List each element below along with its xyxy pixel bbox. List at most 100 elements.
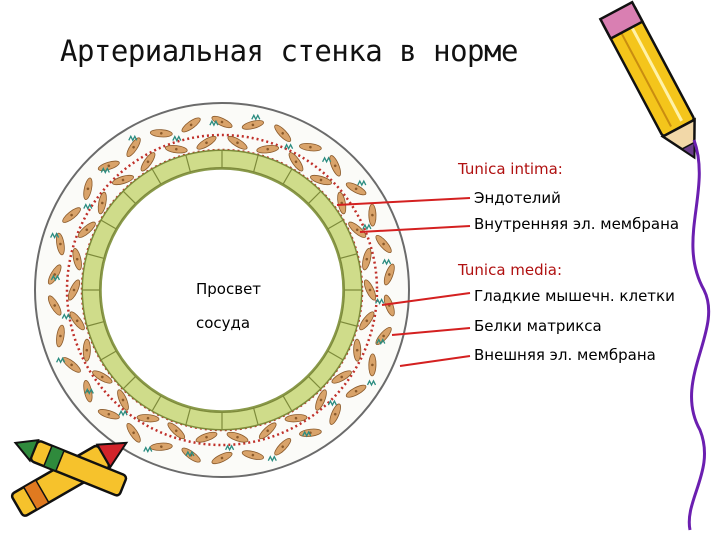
lumen-label-line1: Просвет bbox=[196, 280, 262, 298]
pencil-icon bbox=[598, 0, 696, 160]
tunica-media-header: Tunica media: bbox=[458, 261, 563, 279]
smooth-muscle-cell bbox=[258, 422, 277, 440]
label-smooth-muscle-cells: Гладкие мышечн. клетки bbox=[474, 287, 675, 305]
endothelial-cell-border bbox=[100, 219, 117, 230]
smooth-muscle-cell bbox=[359, 311, 375, 331]
smooth-muscle-cell bbox=[368, 353, 377, 377]
smooth-muscle-cell bbox=[226, 431, 249, 443]
smooth-muscle-cell bbox=[56, 232, 65, 256]
smooth-muscle-cell bbox=[368, 203, 377, 227]
matrix-protein-mark bbox=[251, 113, 261, 121]
endothelial-cell-border bbox=[151, 168, 162, 185]
smooth-muscle-cell bbox=[383, 263, 395, 286]
matrix-protein-mark bbox=[50, 232, 60, 240]
endothelial-cell-border bbox=[185, 407, 192, 426]
endothelial-cell-border bbox=[327, 350, 344, 361]
smooth-muscle-cell bbox=[195, 431, 218, 443]
matrix-protein-mark bbox=[128, 134, 138, 142]
purple-squiggle bbox=[687, 139, 711, 531]
smooth-muscle-cell bbox=[67, 279, 81, 301]
smooth-muscle-cell bbox=[69, 311, 85, 331]
smooth-muscle-cell bbox=[348, 221, 367, 238]
smooth-muscle-cell bbox=[310, 174, 332, 186]
smooth-muscle-cell bbox=[241, 450, 264, 460]
smooth-muscle-cell bbox=[211, 451, 233, 465]
smooth-muscle-cell bbox=[211, 115, 233, 129]
smooth-muscle-cell bbox=[299, 428, 322, 438]
smooth-muscle-cell bbox=[126, 422, 141, 443]
endothelial-cell-border bbox=[339, 320, 358, 327]
smooth-muscle-cell bbox=[299, 142, 322, 152]
smooth-muscle-cell bbox=[97, 191, 107, 215]
lumen-label-line2: сосуда bbox=[196, 314, 251, 332]
smooth-muscle-cell bbox=[97, 409, 120, 420]
smooth-muscle-cell bbox=[363, 279, 377, 301]
matrix-protein-mark bbox=[143, 446, 153, 454]
matrix-protein-mark bbox=[376, 338, 386, 346]
matrix-protein-mark bbox=[366, 379, 377, 387]
pointer-external-membrane bbox=[399, 355, 471, 367]
smooth-muscle-cell bbox=[112, 174, 134, 186]
smooth-muscle-cell bbox=[227, 135, 248, 150]
smooth-muscle-cell bbox=[375, 234, 392, 254]
label-external-elastic-membrane: Внешняя эл. мембрана bbox=[474, 346, 656, 364]
tunica-intima-header: Tunica intima: bbox=[458, 160, 563, 178]
smooth-muscle-cell bbox=[331, 370, 352, 384]
endothelial-cell-border bbox=[282, 395, 293, 412]
vessel-lumen bbox=[100, 168, 344, 412]
smooth-muscle-cell bbox=[196, 135, 217, 150]
matrix-protein-mark bbox=[84, 387, 94, 395]
matrix-protein-mark bbox=[61, 313, 71, 321]
endothelial-cell-border bbox=[86, 253, 105, 260]
matrix-protein-mark bbox=[322, 156, 332, 164]
matrix-protein-mark bbox=[209, 119, 219, 127]
smooth-muscle-cell bbox=[47, 295, 62, 316]
matrix-protein-mark bbox=[267, 455, 277, 463]
matrix-protein-mark bbox=[100, 167, 110, 174]
smooth-muscle-cell bbox=[83, 177, 93, 200]
pointer-lines bbox=[336, 197, 471, 367]
pointer-internal-membrane bbox=[359, 225, 471, 233]
matrix-protein-mark bbox=[172, 135, 182, 143]
matrix-protein-mark bbox=[50, 274, 60, 282]
endothelial-cell-border bbox=[100, 350, 117, 361]
crayon-icon bbox=[13, 438, 128, 497]
smooth-muscle-cell bbox=[72, 248, 82, 271]
endothelial-cell-border bbox=[252, 407, 259, 426]
endothelial-cell-border bbox=[339, 253, 358, 260]
endothelial-cell-border bbox=[151, 395, 162, 412]
smooth-muscle-cell bbox=[62, 207, 81, 223]
smooth-muscle-cell bbox=[345, 182, 367, 196]
matrix-protein-mark bbox=[362, 223, 372, 231]
smooth-muscle-cell bbox=[167, 422, 186, 440]
smooth-muscle-cell bbox=[77, 221, 96, 238]
pointer-matrix bbox=[391, 327, 471, 336]
smooth-muscle-cell bbox=[256, 144, 280, 154]
label-matrix-proteins: Белки матрикса bbox=[474, 317, 602, 335]
endothelial-cell-border bbox=[307, 190, 322, 205]
smooth-muscle-cell bbox=[274, 437, 292, 456]
endothelial-cell-border bbox=[122, 190, 137, 205]
smooth-muscle-cell bbox=[56, 324, 65, 348]
label-internal-elastic-membrane: Внутренняя эл. мембрана bbox=[474, 215, 680, 233]
endothelial-cell-border bbox=[307, 375, 322, 390]
smooth-muscle-cell bbox=[329, 403, 341, 425]
smooth-muscle-cell bbox=[241, 120, 264, 130]
smooth-muscle-cell bbox=[337, 191, 347, 215]
smooth-muscle-cell bbox=[82, 338, 91, 362]
endothelial-cell-border bbox=[282, 168, 293, 185]
smooth-muscle-cell bbox=[345, 384, 367, 398]
smooth-muscle-cell bbox=[92, 370, 113, 384]
smooth-muscle-cell bbox=[362, 248, 372, 271]
smooth-muscle-cell bbox=[274, 124, 292, 143]
smooth-muscle-cell bbox=[140, 152, 156, 172]
pointer-endothelium bbox=[336, 197, 471, 206]
endothelial-cell-border bbox=[185, 154, 192, 173]
smooth-muscle-cell bbox=[181, 117, 201, 133]
matrix-protein-mark bbox=[185, 450, 195, 458]
page-title: Артериальная стенка в норме bbox=[60, 34, 518, 68]
smooth-muscle-cell bbox=[164, 144, 188, 154]
matrix-protein-mark bbox=[284, 143, 294, 151]
endothelial-cell-border bbox=[327, 219, 344, 230]
